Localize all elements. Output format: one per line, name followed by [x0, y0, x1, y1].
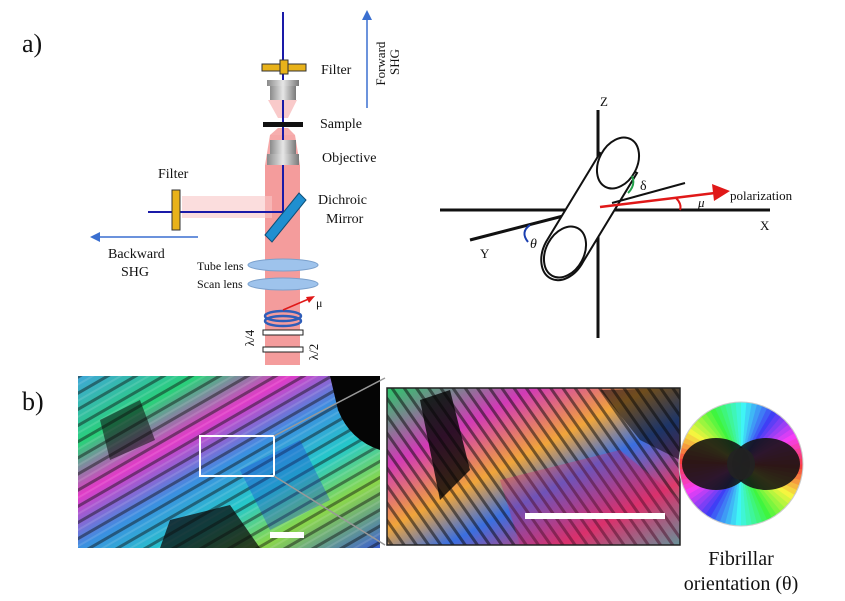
- side-filter-label: Filter: [158, 167, 189, 182]
- delta-angle-arc: [627, 175, 635, 194]
- scale-bar-large: [270, 532, 304, 538]
- mu-label-setup: μ: [316, 296, 322, 310]
- mu-label-axes: μ: [697, 195, 705, 210]
- quarter-wave-plate: [262, 329, 304, 336]
- scan-lens-label: Scan lens: [197, 277, 243, 291]
- zoom-connector-lines: [273, 377, 386, 546]
- y-axis-label: Y: [480, 246, 490, 261]
- panel-b-label: b): [22, 387, 44, 416]
- shg-zoom-map: [386, 387, 681, 546]
- theta-label: θ: [530, 237, 537, 252]
- top-filter: [261, 59, 307, 75]
- scan-lens: [247, 277, 319, 291]
- sample-label: Sample: [320, 117, 362, 132]
- colorwheel-caption-line2: orientation (θ): [684, 573, 799, 595]
- backward-shg-arrow: [90, 232, 198, 242]
- theta-angle-arc: [523, 224, 531, 243]
- shg-beam-line: [148, 12, 284, 213]
- scale-bar-zoom: [525, 513, 665, 519]
- dichroic-mirror-label: Dichroic Mirror: [318, 193, 370, 227]
- tube-lens-label: Tube lens: [197, 259, 244, 273]
- polarization-label: polarization: [730, 188, 793, 203]
- colorwheel-caption-line1: Fibrillar: [708, 548, 774, 570]
- fibril-axis-line: [611, 182, 686, 204]
- zoom-region-box: [199, 435, 275, 477]
- rotating-polarization-icon: [263, 296, 315, 328]
- objective-label: Objective: [322, 151, 376, 166]
- backward-shg-label: Backward SHG: [108, 247, 168, 280]
- delta-label: δ: [640, 179, 647, 194]
- fibril-cylinder: [540, 136, 641, 282]
- forward-shg-label: Forward SHG: [373, 38, 402, 85]
- top-filter-label: Filter: [321, 63, 352, 78]
- orientation-color-wheel: [679, 402, 803, 526]
- tube-lens: [247, 258, 319, 272]
- half-wave-label: λ/2: [306, 344, 321, 360]
- sample-slide: [263, 122, 303, 127]
- condenser-objective: [267, 80, 299, 100]
- mu-angle-arc: [675, 197, 682, 211]
- polarization-arrow: [599, 184, 730, 209]
- color-wheel-outline: [678, 401, 804, 527]
- half-wave-plate: [262, 346, 304, 353]
- dichroic-mirror: [264, 192, 307, 243]
- shg-orientation-map: [78, 376, 380, 548]
- side-filter: [171, 189, 181, 231]
- x-axis-label: X: [760, 218, 770, 233]
- quarter-wave-label: λ/4: [242, 329, 257, 346]
- objective-lens: [267, 140, 299, 165]
- forward-shg-arrow: [362, 10, 372, 108]
- z-axis-label: Z: [600, 94, 608, 109]
- panel-a-label: a): [22, 29, 42, 58]
